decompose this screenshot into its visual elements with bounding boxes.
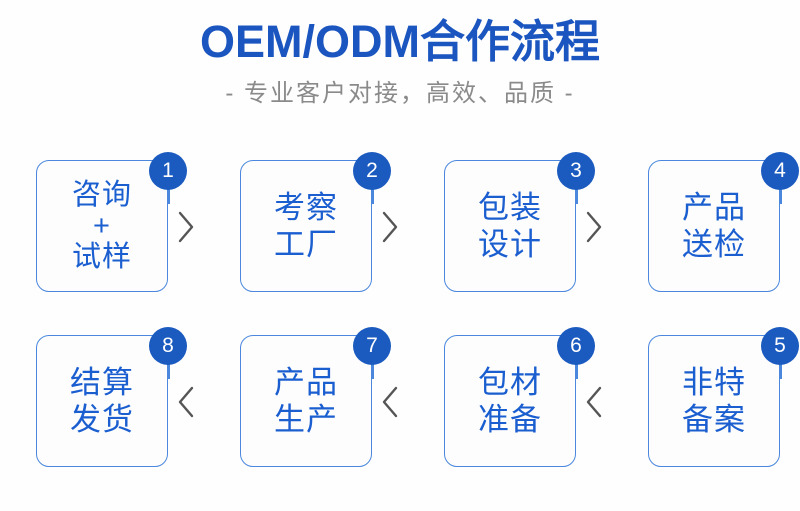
chevron-left-icon bbox=[584, 385, 604, 419]
process-row-bottom: 结算 发货 8 产品 生产 7 bbox=[0, 327, 800, 477]
step-number-badge-4: 4 bbox=[761, 152, 799, 190]
connector-1-to-2 bbox=[168, 152, 204, 302]
step-box-1[interactable]: 咨询 + 试样 bbox=[36, 160, 168, 292]
process-step-5[interactable]: 非特 备案 5 bbox=[648, 327, 799, 477]
chevron-right-icon bbox=[584, 210, 604, 244]
step-box-5[interactable]: 非特 备案 bbox=[648, 335, 780, 467]
step-number-badge-5: 5 bbox=[761, 327, 799, 365]
chevron-left-icon bbox=[380, 385, 400, 419]
connector-6-to-7 bbox=[372, 327, 408, 477]
step-label-8: 结算 发货 bbox=[70, 365, 134, 437]
step-number-badge-8: 8 bbox=[149, 327, 187, 365]
connector-5-to-6 bbox=[576, 327, 612, 477]
connector-2-to-3 bbox=[372, 152, 408, 302]
step-box-6[interactable]: 包材 准备 bbox=[444, 335, 576, 467]
badge-stem-8 bbox=[167, 363, 170, 379]
process-step-2[interactable]: 考察 工厂 2 bbox=[240, 152, 391, 302]
step-number-badge-3: 3 bbox=[557, 152, 595, 190]
process-step-6[interactable]: 包材 准备 6 bbox=[444, 327, 595, 477]
process-step-1[interactable]: 咨询 + 试样 1 bbox=[36, 152, 187, 302]
step-label-2: 考察 工厂 bbox=[274, 190, 338, 262]
connector-3-to-4 bbox=[576, 152, 612, 302]
step-number-badge-7: 7 bbox=[353, 327, 391, 365]
step-number-badge-2: 2 bbox=[353, 152, 391, 190]
process-step-4[interactable]: 产品 送检 4 bbox=[648, 152, 799, 302]
chevron-right-icon bbox=[176, 210, 196, 244]
page-title: OEM/ODM合作流程 bbox=[200, 16, 600, 67]
badge-stem-3 bbox=[575, 188, 578, 204]
step-number-badge-1: 1 bbox=[149, 152, 187, 190]
chevron-left-icon bbox=[176, 385, 196, 419]
connector-7-to-8 bbox=[168, 327, 204, 477]
step-label-1: 咨询 + 试样 bbox=[71, 178, 132, 273]
badge-stem-6 bbox=[575, 363, 578, 379]
badge-stem-4 bbox=[779, 188, 782, 204]
process-step-8[interactable]: 结算 发货 8 bbox=[36, 327, 187, 477]
step-box-8[interactable]: 结算 发货 bbox=[36, 335, 168, 467]
chevron-right-icon bbox=[380, 210, 400, 244]
badge-stem-2 bbox=[371, 188, 374, 204]
step-label-7: 产品 生产 bbox=[274, 365, 338, 437]
step-label-4: 产品 送检 bbox=[682, 190, 746, 262]
process-step-7[interactable]: 产品 生产 7 bbox=[240, 327, 391, 477]
step-number-badge-6: 6 bbox=[557, 327, 595, 365]
step-label-3: 包装 设计 bbox=[478, 190, 542, 262]
step-label-5: 非特 备案 bbox=[682, 365, 746, 437]
step-box-4[interactable]: 产品 送检 bbox=[648, 160, 780, 292]
page-subtitle: - 专业客户对接，高效、品质 - bbox=[225, 80, 575, 107]
step-box-3[interactable]: 包装 设计 bbox=[444, 160, 576, 292]
header: OEM/ODM合作流程 - 专业客户对接，高效、品质 - bbox=[0, 0, 800, 109]
step-box-2[interactable]: 考察 工厂 bbox=[240, 160, 372, 292]
badge-stem-1 bbox=[167, 188, 170, 204]
step-box-7[interactable]: 产品 生产 bbox=[240, 335, 372, 467]
step-label-6: 包材 准备 bbox=[478, 365, 542, 437]
badge-stem-5 bbox=[779, 363, 782, 379]
process-row-top: 咨询 + 试样 1 考察 工厂 2 bbox=[0, 152, 800, 302]
process-step-3[interactable]: 包装 设计 3 bbox=[444, 152, 595, 302]
badge-stem-7 bbox=[371, 363, 374, 379]
